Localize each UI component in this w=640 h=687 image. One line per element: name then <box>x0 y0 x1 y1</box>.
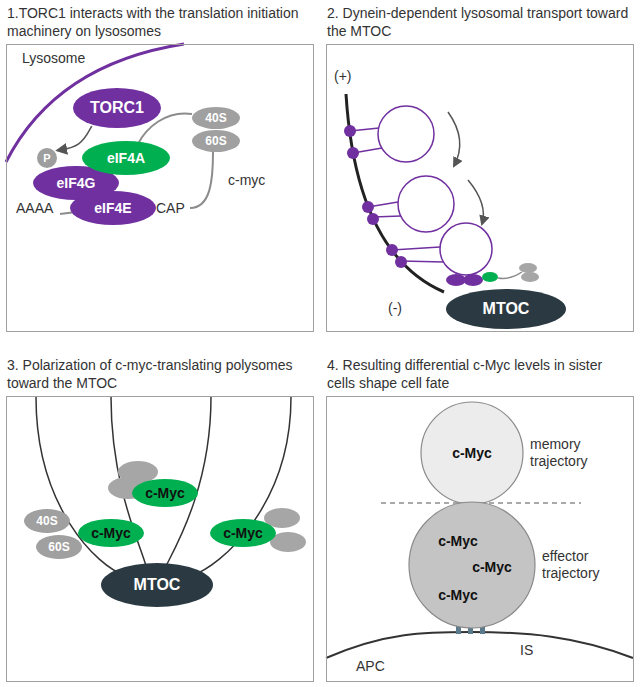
annotation-label: AAAA <box>16 200 53 216</box>
ellipse-body <box>36 535 82 559</box>
cell-circle: c-Mycc-Mycc-Myceffector trajectory <box>408 501 536 629</box>
lysosome <box>440 223 492 275</box>
translation-factor <box>463 274 483 286</box>
molecule-ellipse: 60S <box>36 535 82 559</box>
molecule-label: c-Myc <box>438 533 478 549</box>
activation-arrow <box>58 126 92 150</box>
ellipse-body <box>73 88 161 128</box>
panel-title: 4. Resulting differential c-Myc levels i… <box>327 357 633 392</box>
dynein-stalk <box>401 261 444 262</box>
molecule-label: c-Myc <box>145 485 185 501</box>
ellipse-body <box>70 191 156 225</box>
molecule-label: 60S <box>48 540 69 554</box>
ellipse-body <box>37 148 57 168</box>
ellipse-body <box>192 107 240 129</box>
annotation-label: Lysosome <box>22 50 85 66</box>
panel-box: TORC1PeIF4GeIF4AeIF4E40S60S1.TORC1 inter… <box>6 44 314 332</box>
ellipse-body <box>24 509 70 533</box>
molecule-ellipse: c-Myc <box>210 519 276 547</box>
annotation-label: (+) <box>334 68 352 84</box>
ellipse-body <box>101 563 213 607</box>
panel-box: MTOC2. Dynein-dependent lysosomal transp… <box>326 44 634 332</box>
molecule-label: c-Myc <box>91 525 131 541</box>
annotation-label: c-myc <box>228 172 265 188</box>
dynein-stalks <box>350 128 444 262</box>
lysosome <box>398 176 454 232</box>
molecule-label: 40S <box>36 514 57 528</box>
molecule-label: c-Myc <box>472 559 512 575</box>
molecule-label: eIF4E <box>94 200 131 216</box>
molecule-ellipse: TORC1 <box>73 88 161 128</box>
panel-title: 1.TORC1 interacts with the translation i… <box>7 5 313 40</box>
dynein-motor <box>367 213 379 225</box>
molecule-ellipse: 40S <box>24 509 70 533</box>
molecule-label: 40S <box>205 111 226 125</box>
panel-2-art <box>344 94 539 292</box>
molecule-label: MTOC <box>134 576 181 594</box>
transport-arrow <box>448 112 460 166</box>
cell-shape <box>408 501 536 629</box>
panel-box: 40S60Sc-Mycc-Mycc-MycMTOC3. Polarization… <box>6 396 314 682</box>
dynein-motor <box>347 147 359 159</box>
microtubule <box>346 94 444 292</box>
fate-label: memory trajectory <box>530 436 622 470</box>
dynein-motor <box>395 256 407 268</box>
dynein-motors <box>344 125 407 268</box>
transport-arrow <box>468 180 483 224</box>
cell-circle: c-Mycmemory trajectory <box>420 401 524 505</box>
ellipse-body <box>132 479 198 507</box>
molecule-label: 60S <box>205 134 226 148</box>
mrna-strand <box>190 152 213 208</box>
molecule-label: TORC1 <box>90 99 144 117</box>
molecule-label: P <box>43 152 50 164</box>
annotation-label: CAP <box>156 200 185 216</box>
molecule-label: c-Myc <box>452 445 492 461</box>
ellipse-body <box>210 519 276 547</box>
annotation-label: IS <box>520 642 533 658</box>
molecule-label: eIF4A <box>107 150 145 166</box>
panel-3-art <box>36 397 306 576</box>
lysosome-membrane <box>6 44 184 162</box>
ribosome <box>521 272 539 282</box>
molecule-label: c-Myc <box>438 587 478 603</box>
dynein-stalk <box>392 247 440 250</box>
molecule-ellipse: 60S <box>192 130 240 152</box>
molecule-ellipse: c-Myc <box>132 479 198 507</box>
panel-1-art <box>6 44 213 214</box>
molecule-ellipse: MTOC <box>101 563 213 607</box>
annotation-label: (-) <box>388 300 402 316</box>
molecule-ellipse: P <box>37 148 57 168</box>
apc-membrane <box>326 632 633 658</box>
molecule-label: c-Myc <box>223 525 263 541</box>
ellipse-body <box>446 289 566 329</box>
ribosome <box>519 263 537 273</box>
ellipse-body <box>78 519 144 547</box>
molecule-ellipse: eIF4E <box>70 191 156 225</box>
dynein-motor <box>362 201 374 213</box>
cell-body <box>421 402 523 504</box>
panel-4-art <box>326 503 633 658</box>
annotation-label: APC <box>356 658 385 674</box>
molecule-ellipse: eIF4A <box>82 141 170 175</box>
lysosome <box>378 106 434 162</box>
molecule-ellipse: c-Myc <box>78 519 144 547</box>
translation-factor <box>482 272 498 282</box>
molecule-label: MTOC <box>483 300 530 318</box>
dynein-motor <box>386 244 398 256</box>
mrna-strand <box>498 272 522 279</box>
molecule-ellipse: MTOC <box>446 289 566 329</box>
panel-box: c-Mycmemory trajectoryc-Mycc-Mycc-Myceff… <box>326 396 634 682</box>
fate-label: effector trajectory <box>542 548 634 582</box>
ellipse-body <box>82 141 170 175</box>
molecule-label: eIF4G <box>57 175 96 191</box>
cell-body <box>409 502 535 628</box>
dynein-motor <box>344 125 356 137</box>
panel-title: 3. Polarization of c-myc-translating pol… <box>7 357 313 392</box>
molecule-ellipse: 40S <box>192 107 240 129</box>
ribosome <box>118 461 158 483</box>
panel-title: 2. Dynein-dependent lysosomal transport … <box>327 5 633 40</box>
ellipse-body <box>192 130 240 152</box>
